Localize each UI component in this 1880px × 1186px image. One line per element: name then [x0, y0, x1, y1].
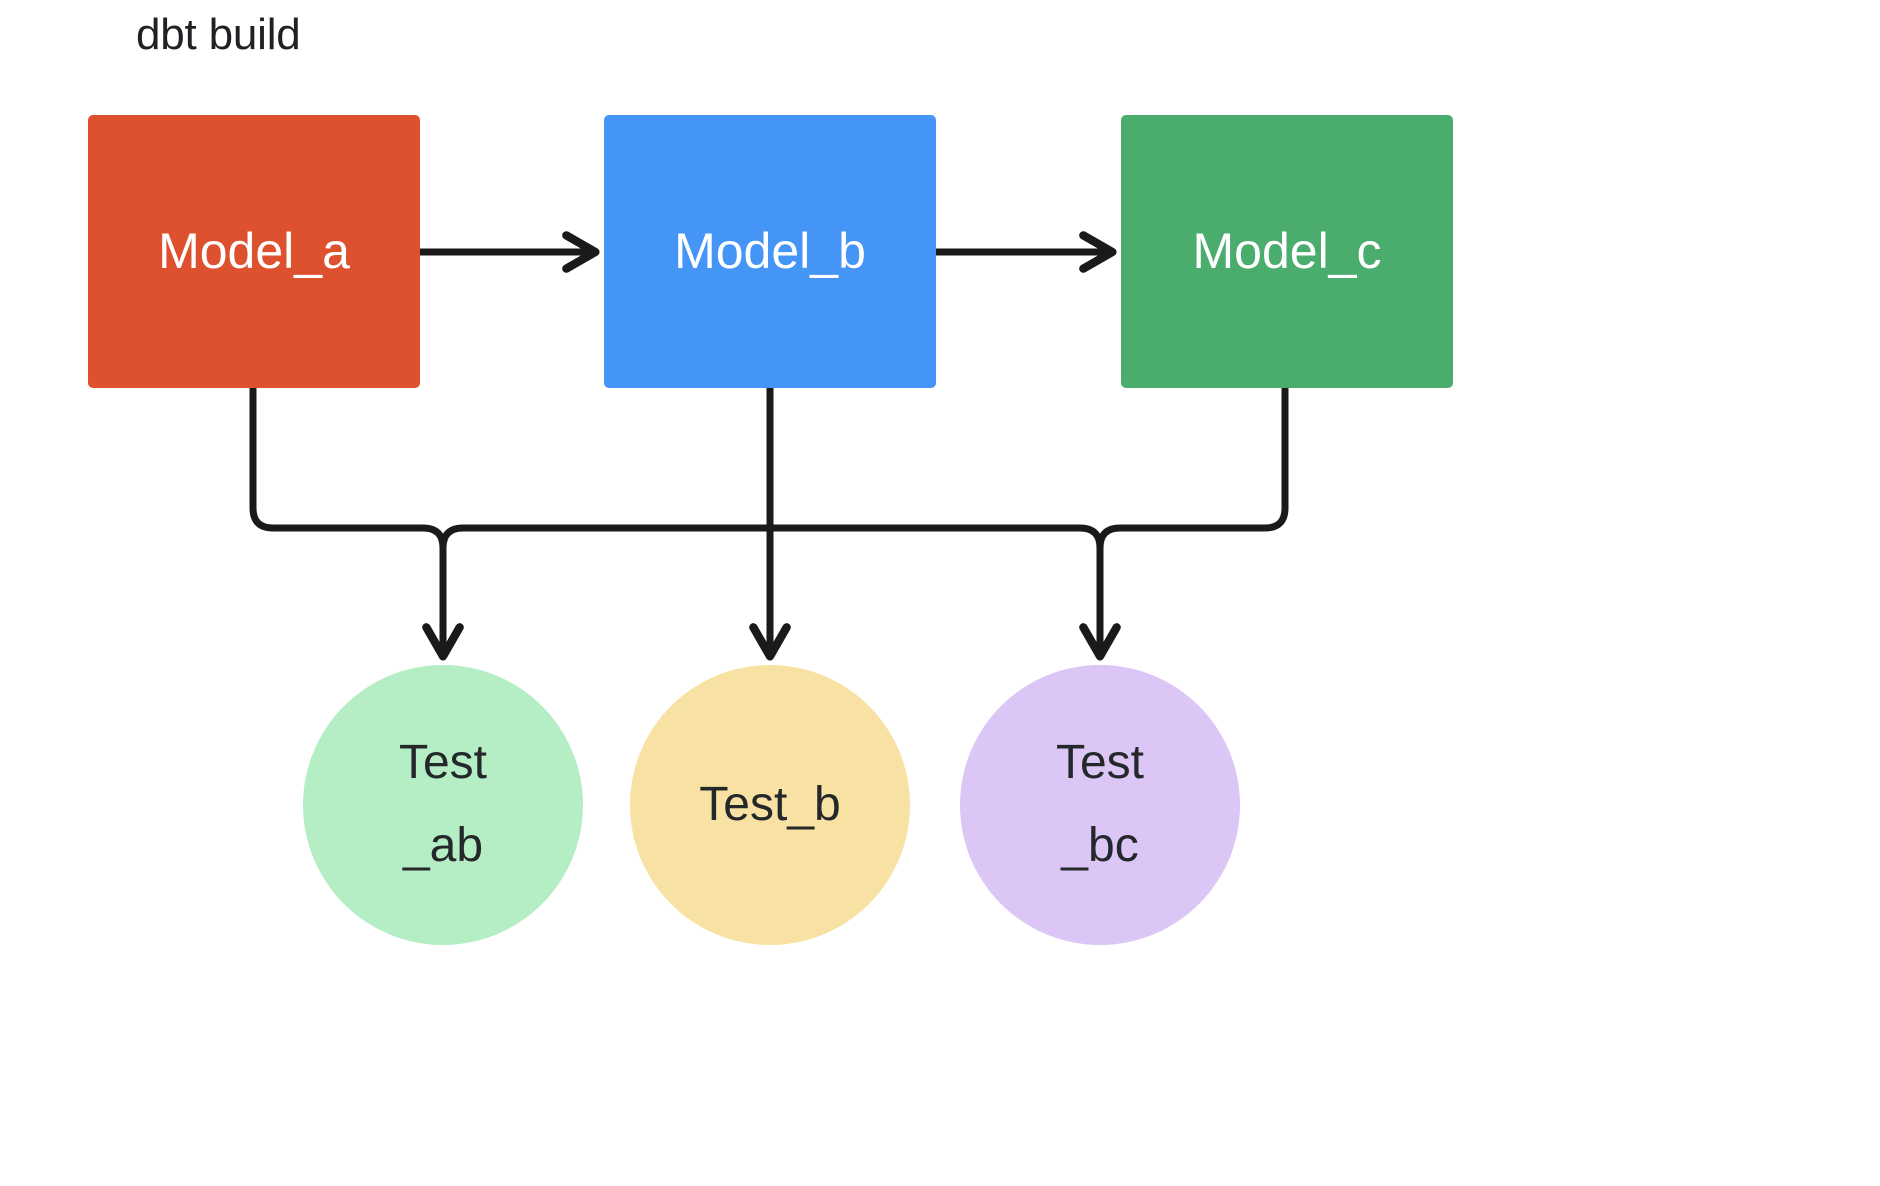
node-test-bc[interactable]: Test _bc: [960, 665, 1240, 945]
edge-model-a-to-test-ab: [249, 384, 464, 661]
node-model-c[interactable]: Model_c: [1121, 115, 1453, 388]
node-model-b[interactable]: Model_b: [604, 115, 936, 388]
node-test-b-label: Test_b: [699, 777, 841, 831]
node-model-a[interactable]: Model_a: [88, 115, 420, 388]
node-test-bc-label: Test _bc: [1055, 736, 1145, 872]
node-model-a-label: Model_a: [158, 223, 350, 279]
page-title: dbt build: [136, 10, 301, 59]
node-test-ab[interactable]: Test _ab: [303, 665, 583, 945]
edge-model-b-to-test-ab: [439, 524, 774, 552]
edge-model-c-to-test-bc: [1096, 384, 1289, 552]
edge-model-b-to-test-bc: [766, 524, 1121, 661]
node-model-c-label: Model_c: [1192, 223, 1382, 279]
node-test-ab-label: Test _ab: [398, 736, 488, 872]
node-test-b[interactable]: Test_b: [630, 665, 910, 945]
node-model-b-label: Model_b: [674, 223, 866, 279]
